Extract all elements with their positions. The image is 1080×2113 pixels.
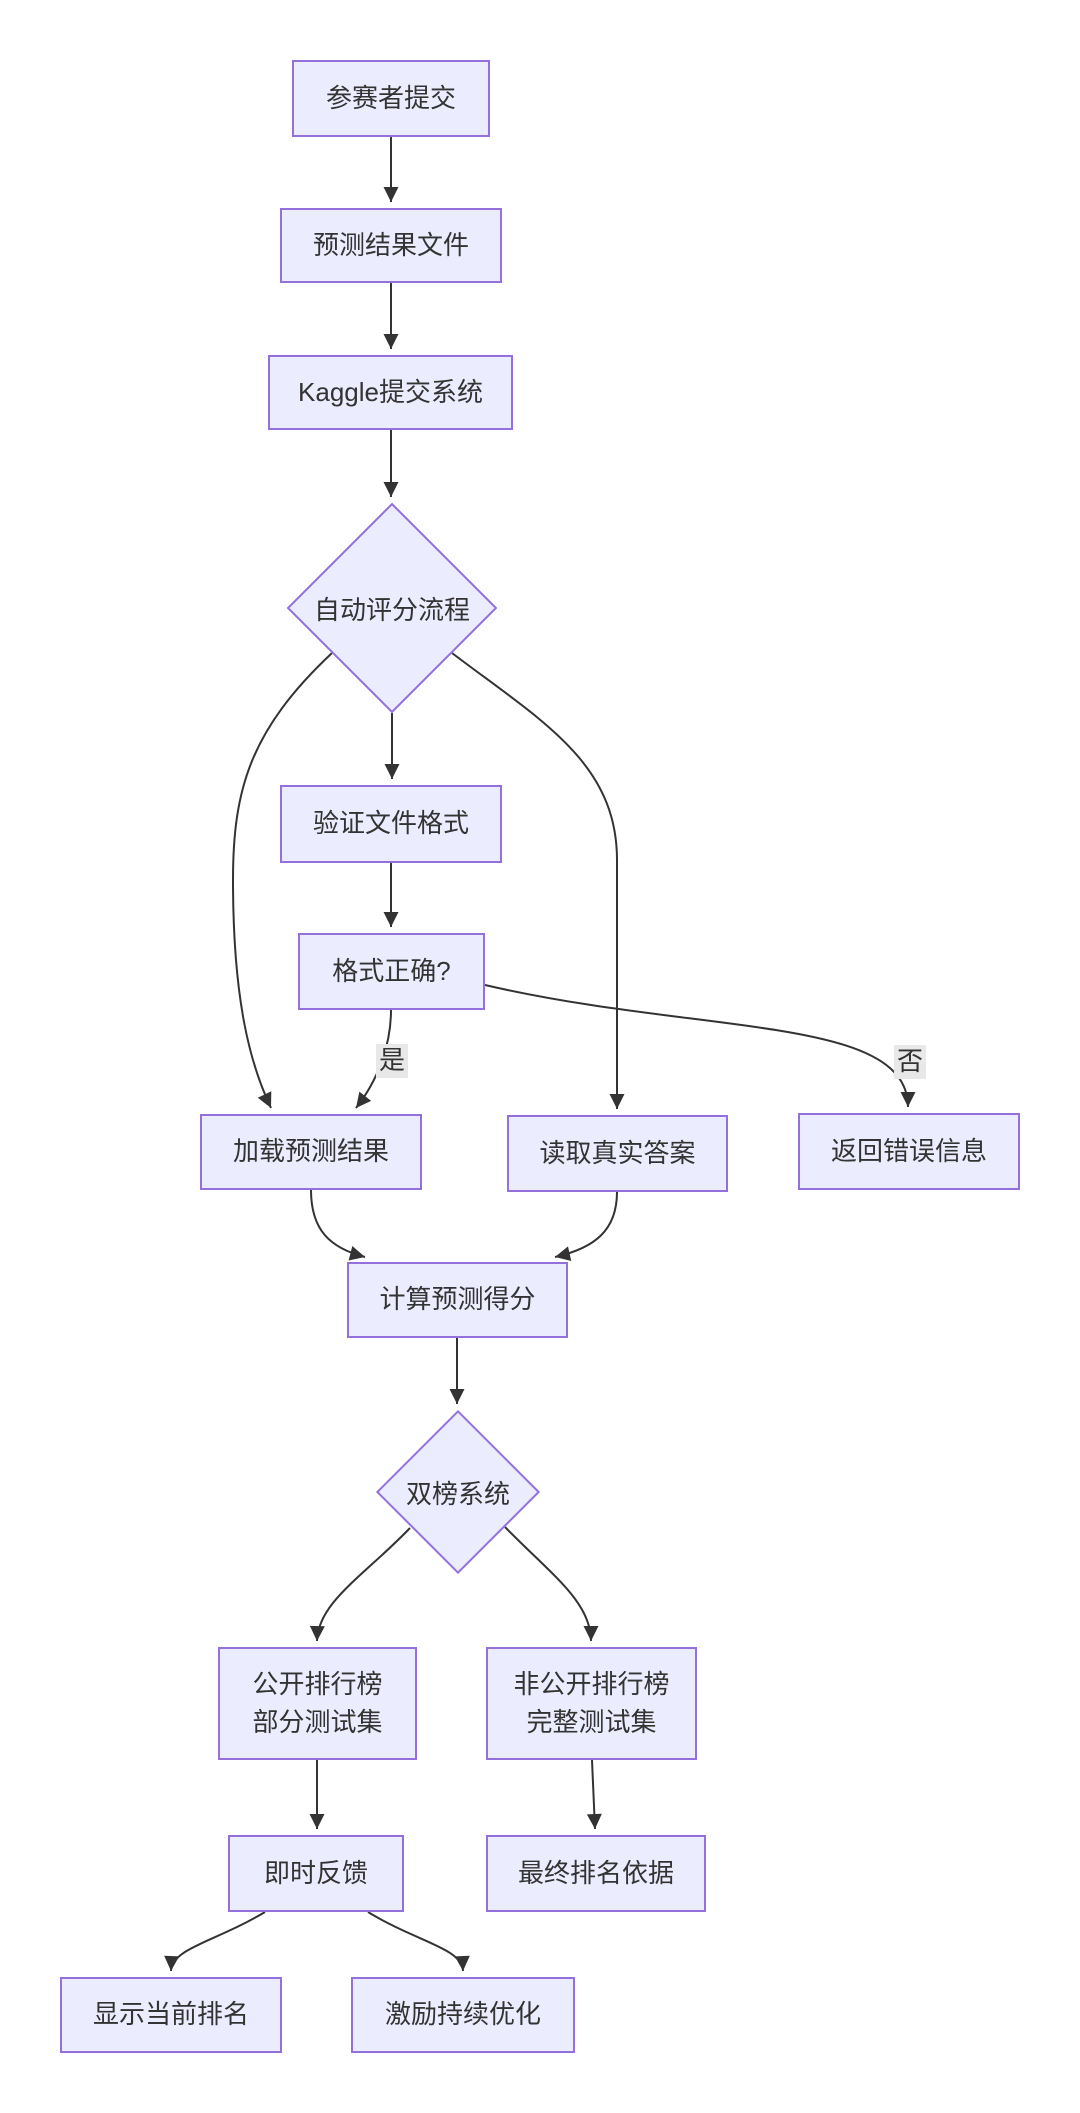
node-label-line1: 非公开排行榜	[513, 1668, 670, 1699]
edge-load-to-score	[310, 1189, 366, 1261]
node-label: 显示当前排名	[92, 1999, 249, 2030]
node-label: 双榜系统	[405, 1478, 510, 1509]
edge-formatok-no-to-error	[484, 984, 916, 1108]
node-label: 预测结果文件	[312, 229, 469, 260]
node-format-correct: 格式正确?	[298, 933, 485, 1010]
edge-dualboard-to-public	[309, 1527, 411, 1642]
node-private-leaderboard: 非公开排行榜 完整测试集	[486, 1647, 697, 1760]
node-load-predictions: 加载预测结果	[200, 1114, 422, 1190]
edge-autoscore-to-read	[451, 652, 625, 1109]
node-label: 参赛者提交	[325, 82, 456, 113]
node-label: 返回错误信息	[830, 1135, 987, 1166]
node-prediction-file: 预测结果文件	[280, 208, 502, 283]
node-show-current-rank: 显示当前排名	[60, 1977, 282, 2053]
edge-feedback-to-showrank	[164, 1911, 266, 1972]
node-public-leaderboard: 公开排行榜 部分测试集	[218, 1647, 417, 1760]
node-final-ranking: 最终排名依据	[486, 1835, 706, 1912]
node-validate-format: 验证文件格式	[280, 785, 502, 863]
edge-feedback-to-motivate	[367, 1911, 470, 1972]
edge-private-to-finalrank	[586, 1759, 602, 1830]
node-label: 最终排名依据	[517, 1857, 674, 1888]
node-label: 计算预测得分	[379, 1284, 536, 1315]
edge-read-to-score	[554, 1191, 618, 1262]
node-instant-feedback: 即时反馈	[228, 1835, 404, 1912]
node-participant-submit: 参赛者提交	[292, 60, 490, 137]
node-kaggle-system: Kaggle提交系统	[268, 355, 513, 430]
edge-label-yes: 是	[375, 1044, 409, 1078]
node-label-line2: 部分测试集	[252, 1706, 383, 1737]
node-label: 读取真实答案	[539, 1137, 696, 1168]
node-label: 即时反馈	[263, 1857, 368, 1888]
node-label: 自动评分流程	[313, 594, 470, 625]
node-compute-score: 计算预测得分	[347, 1262, 568, 1338]
node-auto-scoring-decision: 自动评分流程	[286, 502, 498, 714]
node-label: Kaggle提交系统	[298, 376, 483, 407]
node-label: 验证文件格式	[312, 808, 469, 839]
node-motivate-optimization: 激励持续优化	[351, 1977, 575, 2053]
node-label: 激励持续优化	[384, 1999, 541, 2030]
node-label-line1: 公开排行榜	[252, 1668, 383, 1699]
edge-dualboard-to-private	[504, 1526, 599, 1642]
node-return-error: 返回错误信息	[798, 1113, 1020, 1190]
node-label: 加载预测结果	[232, 1136, 389, 1167]
node-dual-leaderboard-decision: 双榜系统	[375, 1409, 541, 1575]
edge-label-no: 否	[893, 1045, 927, 1079]
node-read-answers: 读取真实答案	[507, 1115, 728, 1192]
node-label: 格式正确?	[332, 955, 451, 986]
edge-autoscore-to-load	[231, 652, 333, 1109]
node-label-line2: 完整测试集	[526, 1706, 657, 1737]
